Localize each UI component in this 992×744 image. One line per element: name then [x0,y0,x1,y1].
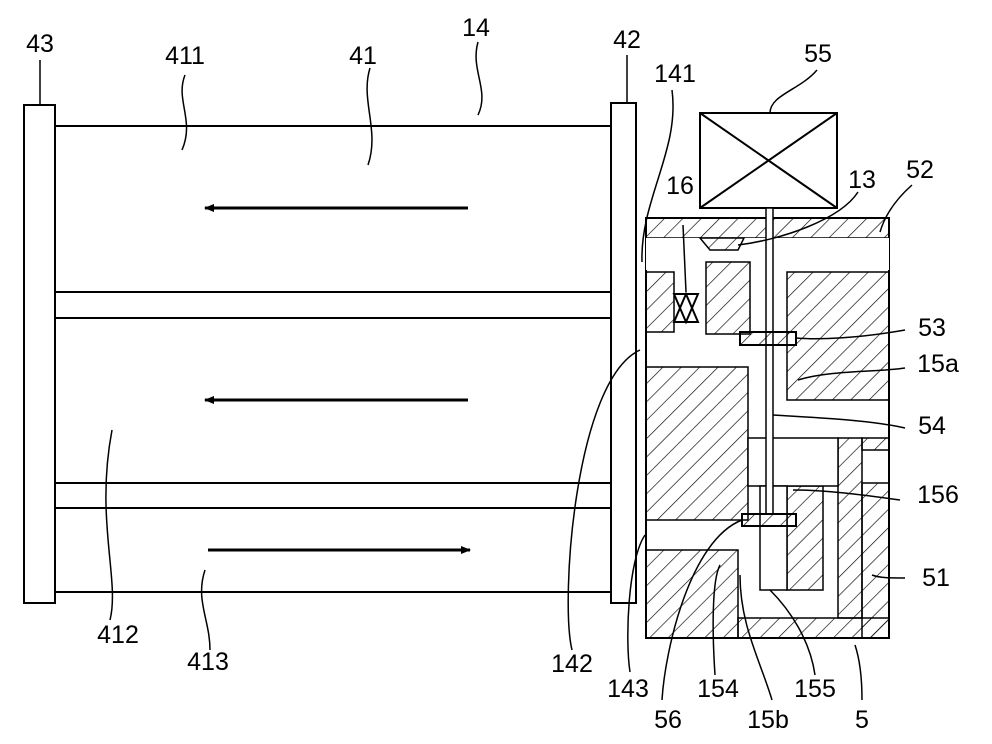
wall-16-left [646,272,674,332]
wall-bottom [738,618,889,638]
label-142: 142 [551,650,593,678]
label-43: 43 [26,30,54,58]
label-156: 156 [917,481,959,509]
label-52: 52 [906,156,934,184]
seat-16 [706,262,750,334]
actuator-55 [700,113,837,208]
wall-156 [787,486,823,590]
label-42: 42 [613,26,641,54]
label-56: 56 [654,706,682,734]
valve-plate-53 [740,332,796,345]
label-16: 16 [666,172,694,200]
label-412: 412 [97,621,139,649]
label-55: 55 [804,40,832,68]
label-41: 41 [349,42,377,70]
header-plate-43 [24,105,55,603]
shaft-54 [766,208,773,514]
label-14: 14 [462,14,490,42]
label-155: 155 [794,675,836,703]
header-plate-42 [611,103,636,603]
label-141: 141 [654,60,696,88]
valve-plate-56 [742,514,796,526]
label-53: 53 [918,314,946,342]
wall-51-right-top [862,438,889,450]
tube-412 [55,483,611,508]
label-15b: 15b [747,706,789,734]
label-154: 154 [697,675,739,703]
wall-15a [787,272,889,400]
wall-lower-left [646,550,738,638]
wall-central [646,367,748,520]
label-13: 13 [848,166,876,194]
label-5: 5 [855,706,869,734]
wall-155-right [838,438,862,618]
label-54: 54 [918,412,946,440]
label-143: 143 [607,675,649,703]
wall-51-right [862,483,889,638]
passage-155 [748,438,838,486]
label-51: 51 [922,564,950,592]
label-413: 413 [187,648,229,676]
label-15a: 15a [917,350,959,378]
label-411: 411 [165,42,205,70]
